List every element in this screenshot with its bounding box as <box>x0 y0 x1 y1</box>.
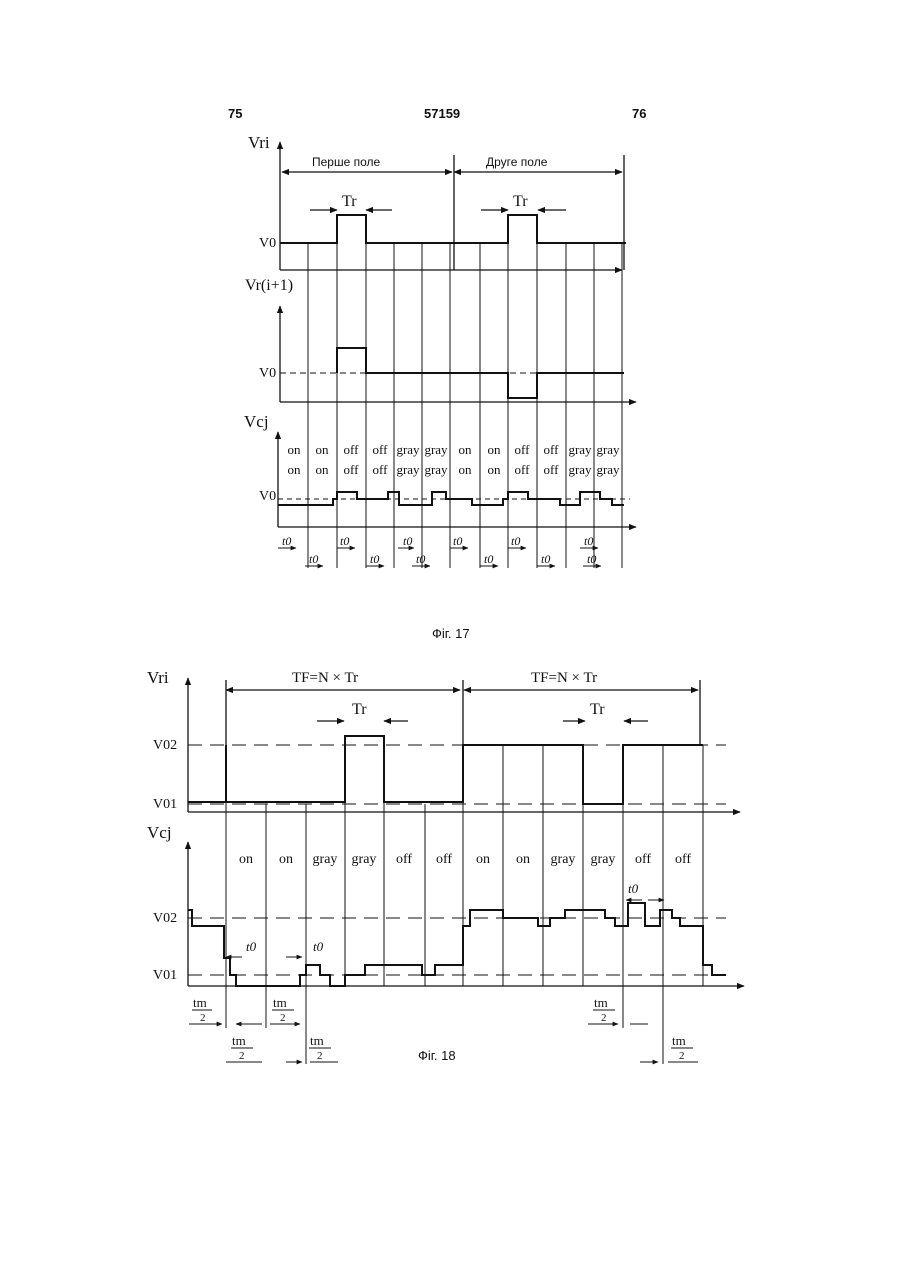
fig17-t0-label: t0 <box>282 534 291 548</box>
fig18-caption: Фіг. 18 <box>418 1048 456 1063</box>
fig17-state-r2: gray <box>396 462 420 477</box>
fig18-state: off <box>436 852 452 867</box>
fig18-tm-denominator: 2 <box>200 1012 206 1024</box>
fig18-tr-label-2: Tr <box>590 701 605 718</box>
fig18-state: on <box>516 852 530 867</box>
fig18-state: gray <box>591 852 616 867</box>
figure-18-text: Vri Vcj V02 V01 V02 V01 TF=N × Tr TF=N ×… <box>147 668 693 1062</box>
fig18-t0-label: t0 <box>246 939 257 954</box>
figure-17 <box>278 142 636 568</box>
fig17-t0-label: t0 <box>587 552 596 566</box>
fig18-tr-label-1: Tr <box>352 701 367 718</box>
fig18-state: gray <box>352 852 377 867</box>
fig17-state-r1: off <box>515 442 531 457</box>
fig17-state-r1: gray <box>596 442 620 457</box>
fig18-tm-label: tm <box>594 995 608 1010</box>
fig17-state-r2: off <box>515 462 531 477</box>
fig18-vcj-waveform <box>188 903 726 986</box>
fig18-state: on <box>279 852 293 867</box>
fig18-state: on <box>476 852 490 867</box>
fig17-state-r2: gray <box>596 462 620 477</box>
fig17-state-r1: off <box>344 442 360 457</box>
fig17-caption: Фіг. 17 <box>432 626 470 641</box>
fig17-vr-label: Vr(i+1) <box>245 277 293 294</box>
fig17-field2-label: Друге поле <box>486 155 548 169</box>
fig18-tm-label: tm <box>232 1033 246 1048</box>
fig17-state-r2: on <box>459 462 473 477</box>
fig17-state-r1: on <box>459 442 473 457</box>
fig18-vcj-label: Vcj <box>147 823 172 842</box>
fig18-t0-label: t0 <box>313 939 324 954</box>
fig17-vri-label: Vri <box>248 133 270 152</box>
fig18-vri-label: Vri <box>147 668 169 687</box>
fig17-v0-label-2: V0 <box>259 366 276 381</box>
fig17-vcj-label: Vcj <box>244 412 269 431</box>
fig18-tm-denominator: 2 <box>317 1050 323 1062</box>
fig17-v0-label-1: V0 <box>259 236 276 251</box>
fig18-state: off <box>396 852 412 867</box>
fig17-state-r2: off <box>544 462 560 477</box>
fig17-vcj-waveform <box>278 492 624 505</box>
fig18-v01-label-2: V01 <box>153 968 177 983</box>
fig18-tm-label: tm <box>193 995 207 1010</box>
fig17-state-r2: on <box>288 462 302 477</box>
fig17-field1-label: Перше поле <box>312 155 381 169</box>
fig17-t0-label: t0 <box>416 552 425 566</box>
fig17-state-r1: gray <box>396 442 420 457</box>
fig17-t0-label: t0 <box>584 534 593 548</box>
fig17-state-r2: on <box>316 462 330 477</box>
fig17-state-r2: off <box>344 462 360 477</box>
fig17-vri-waveform <box>280 215 626 243</box>
fig17-state-r1: on <box>316 442 330 457</box>
fig17-t0-label: t0 <box>403 534 412 548</box>
fig17-state-r2: off <box>373 462 389 477</box>
fig17-v0-label-3: V0 <box>259 489 276 504</box>
fig17-t0-label: t0 <box>484 552 493 566</box>
fig18-v01-label-1: V01 <box>153 797 177 812</box>
fig18-tm-label: tm <box>672 1033 686 1048</box>
fig18-state: off <box>675 852 691 867</box>
fig17-state-r2: gray <box>424 462 448 477</box>
fig18-vri-waveform <box>188 736 703 804</box>
fig17-state-r2: on <box>488 462 502 477</box>
fig18-tm-denominator: 2 <box>280 1012 286 1024</box>
fig17-t0-label: t0 <box>453 534 462 548</box>
fig18-state: gray <box>313 852 338 867</box>
fig17-t0-label: t0 <box>340 534 349 548</box>
fig18-tf-label-2: TF=N × Tr <box>531 670 597 686</box>
figure-18 <box>188 678 744 1064</box>
fig18-tm-denominator: 2 <box>239 1050 245 1062</box>
fig17-state-r1: gray <box>424 442 448 457</box>
fig17-state-r1: gray <box>568 442 592 457</box>
fig18-tm-denominator: 2 <box>601 1012 607 1024</box>
fig18-v02-label-1: V02 <box>153 738 177 753</box>
fig18-tm-label: tm <box>310 1033 324 1048</box>
fig18-tm-denominator: 2 <box>679 1050 685 1062</box>
fig18-state: on <box>239 852 253 867</box>
fig18-state: off <box>635 852 651 867</box>
fig17-tr-label-2: Tr <box>513 193 528 210</box>
fig18-state: gray <box>551 852 576 867</box>
fig17-state-r2: gray <box>568 462 592 477</box>
fig17-state-r1: off <box>373 442 389 457</box>
fig17-state-r1: on <box>488 442 502 457</box>
fig18-tf-label-1: TF=N × Tr <box>292 670 358 686</box>
fig17-t0-label: t0 <box>511 534 520 548</box>
fig17-tr-label-1: Tr <box>342 193 357 210</box>
fig17-state-r1: off <box>544 442 560 457</box>
fig18-t0-label: t0 <box>628 881 639 896</box>
fig17-t0-label: t0 <box>541 552 550 566</box>
fig18-v02-label-2: V02 <box>153 911 177 926</box>
fig18-tm-label: tm <box>273 995 287 1010</box>
fig17-t0-label: t0 <box>309 552 318 566</box>
fig17-t0-label: t0 <box>370 552 379 566</box>
fig17-state-r1: on <box>288 442 302 457</box>
